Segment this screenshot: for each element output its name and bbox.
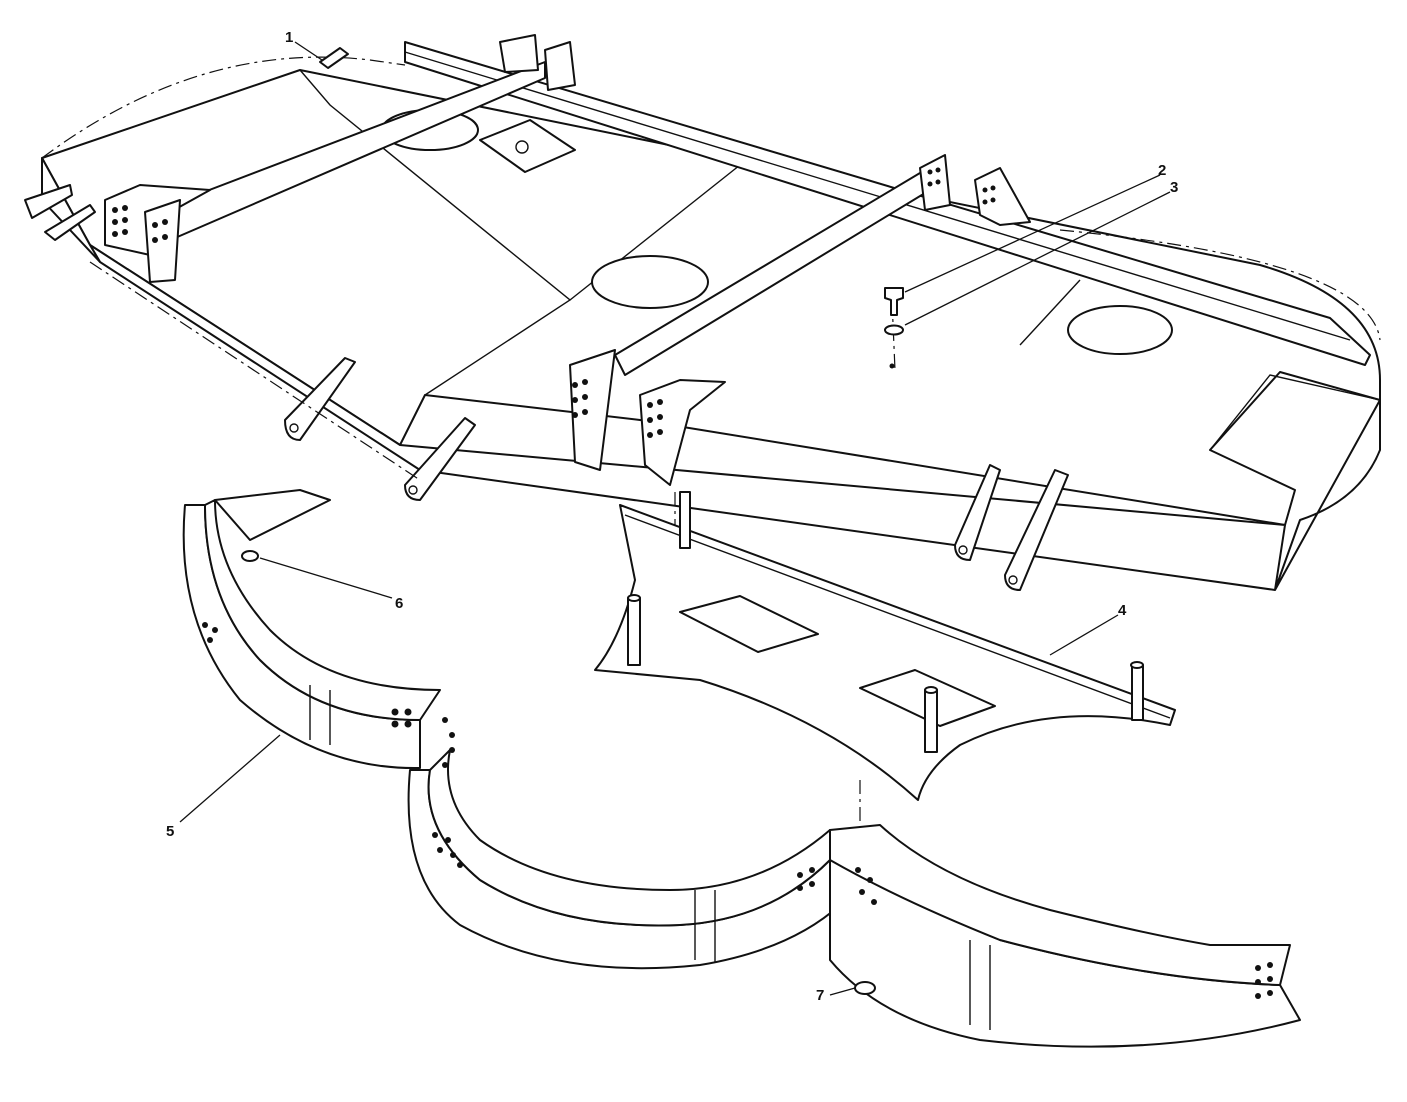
callout-leaders [179, 41, 1171, 996]
hardware [241, 47, 904, 995]
callout-2: 2 [1158, 162, 1166, 179]
bracket-rear-d [544, 41, 576, 91]
bracket-center-a [569, 349, 616, 471]
baffle-cutout-left [679, 595, 819, 653]
bracket-rear-c [499, 34, 539, 73]
callout-5: 5 [166, 823, 174, 840]
callout-7: 7 [816, 987, 824, 1004]
callout-1: 1 [285, 29, 293, 46]
discharge-skirt [182, 489, 1301, 1048]
carriage-bolt [319, 47, 349, 69]
spindle-opening-center [591, 255, 709, 309]
callout-labels: 1 2 3 4 5 6 7 [166, 29, 1178, 1004]
callout-3: 3 [1170, 179, 1178, 196]
hanger-arms [284, 357, 1069, 591]
hex-bolt [884, 287, 904, 316]
bracket-rear-a [919, 154, 951, 211]
lock-washer [884, 324, 904, 336]
mounting-brackets [104, 34, 1031, 486]
bracket-rear-b [974, 167, 1031, 226]
callout-4: 4 [1118, 602, 1127, 619]
bracket-left-b [144, 199, 181, 283]
spindle-opening-right [1067, 305, 1173, 355]
callout-6: 6 [395, 595, 403, 612]
flange-nut-7 [854, 981, 876, 995]
baffle-plate [594, 491, 1176, 801]
bracket-center-b [639, 379, 726, 486]
hitch-links [24, 184, 96, 241]
flange-nut-6 [241, 550, 259, 562]
